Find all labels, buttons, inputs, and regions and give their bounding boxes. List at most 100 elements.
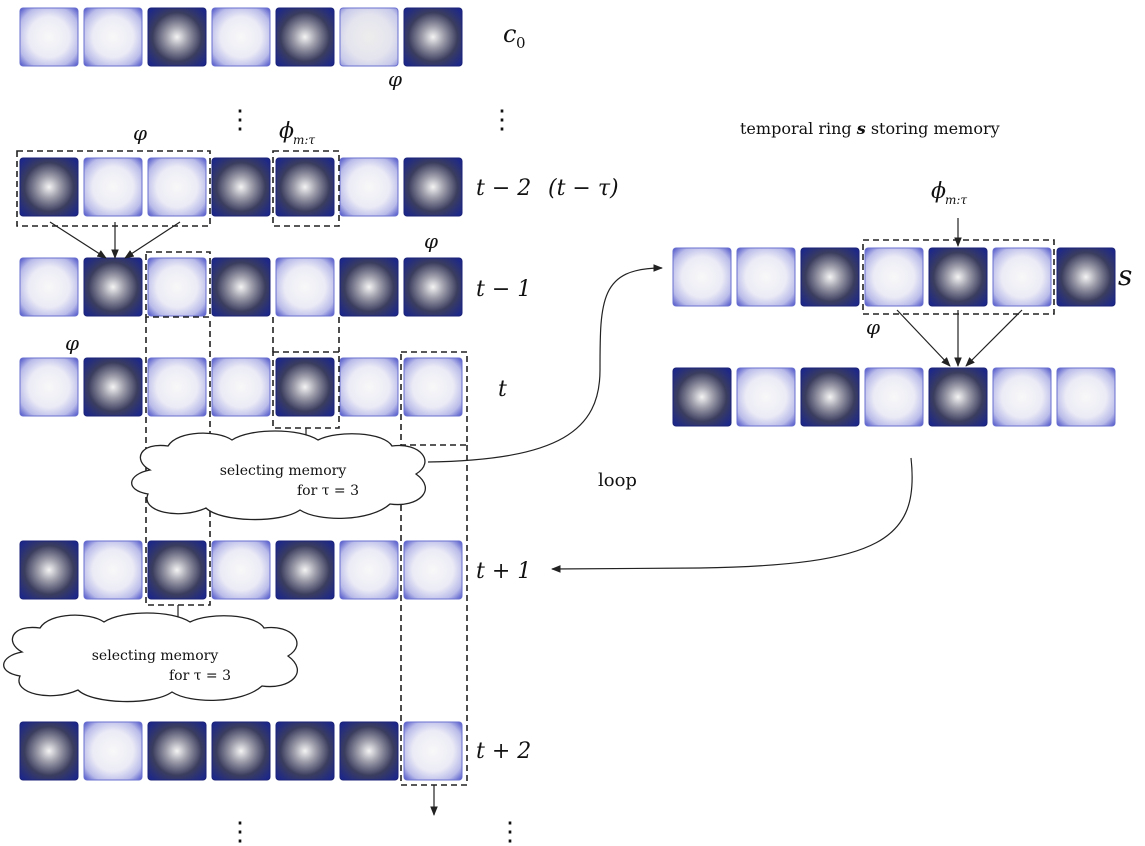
label-t-minus-tau: (t − τ) (548, 176, 619, 201)
label-t-plus-1: t + 1 (476, 559, 531, 584)
neighborhood-box-t-minus-1 (145, 251, 211, 318)
phi-memory-main-left: ϕ (279, 119, 294, 144)
cell-light (403, 357, 463, 417)
phi-label-t-minus-2: φ (133, 121, 147, 145)
label-t-plus-2: t + 2 (476, 739, 531, 764)
cell-dark (275, 7, 335, 67)
arrow-ring-right (965, 309, 1023, 367)
cell-light (736, 367, 796, 427)
phi-label-t-minus-1: φ (424, 229, 438, 253)
cell-dark (928, 247, 988, 307)
cell-dark (800, 247, 860, 307)
arrow-loop-back (551, 457, 913, 573)
cell-dark (147, 540, 207, 600)
cell-dark (339, 257, 399, 317)
ring-title-post: storing memory (866, 119, 1000, 138)
phi-label-c0: φ (388, 67, 402, 91)
cell-dark (147, 7, 207, 67)
vdots-2: ⋮ (489, 105, 515, 135)
cell-light (83, 7, 143, 67)
cell-light (83, 157, 143, 217)
cell-dark (211, 721, 271, 781)
cell-dark (211, 257, 271, 317)
selecting-memory-tau-1: for τ = 3 (297, 483, 359, 499)
cell-light (83, 721, 143, 781)
neighborhood-box-t-minus-2 (16, 150, 211, 227)
selecting-memory-label-2: selecting memory (92, 648, 219, 664)
cell-dark (83, 257, 143, 317)
cell-dark (19, 721, 79, 781)
arrow-ring-left (896, 309, 951, 367)
phi-memory-sub-left: m:τ (293, 133, 315, 147)
cell-light (672, 247, 732, 307)
ring-title-s: s (856, 119, 866, 138)
row-ring-s (672, 247, 1116, 307)
cell-light (19, 357, 79, 417)
cell-dark (19, 540, 79, 600)
row-t-minus-2 (19, 157, 463, 217)
phi-label-ring: φ (866, 315, 880, 339)
cell-dark (275, 157, 335, 217)
row-t-plus-2 (19, 721, 463, 781)
cell-light (339, 7, 399, 67)
ring-title: temporal ring s storing memory (740, 119, 1000, 138)
cell-light (147, 157, 207, 217)
cell-light (275, 257, 335, 317)
column-selection-5 (272, 317, 340, 352)
cell-light (403, 721, 463, 781)
cell-light (19, 7, 79, 67)
cell-dark (403, 257, 463, 317)
cell-dark (275, 721, 335, 781)
vdots-1: ⋮ (227, 105, 253, 135)
ring-s-label: s (1118, 259, 1132, 292)
selecting-memory-cloud-2: selecting memory for τ = 3 (3, 612, 299, 703)
row-t (19, 357, 463, 417)
cell-light (211, 357, 271, 417)
label-c: c (503, 20, 516, 48)
phi-memory-main-right: ϕ (931, 179, 946, 204)
column-box-t (400, 351, 468, 446)
phi-label-t: φ (65, 331, 79, 355)
ring-title-pre: temporal ring (740, 119, 857, 138)
cell-dark (928, 367, 988, 427)
cell-dark (275, 357, 335, 417)
cell-light (147, 357, 207, 417)
cell-light (339, 157, 399, 217)
row-c0 (19, 7, 463, 67)
cell-dark (211, 157, 271, 217)
cell-light (83, 540, 143, 600)
label-t-minus-1: t − 1 (476, 277, 531, 302)
cell-light (339, 540, 399, 600)
cell-dark (275, 540, 335, 600)
arrow-left-neighbor (49, 221, 107, 259)
row-ring-output (672, 367, 1116, 427)
selecting-memory-tau-2: for τ = 3 (169, 668, 231, 684)
cell-light (736, 247, 796, 307)
cell-light (211, 540, 271, 600)
cell-light (992, 367, 1052, 427)
cell-light (19, 257, 79, 317)
cell-light (339, 357, 399, 417)
label-c-subscript: 0 (516, 34, 526, 52)
vdots-3: ⋮ (227, 817, 253, 846)
cell-dark (672, 367, 732, 427)
cell-dark (403, 7, 463, 67)
memory-box-t-minus-2 (272, 150, 340, 227)
loop-label: loop (598, 470, 637, 491)
cell-dark (1056, 247, 1116, 307)
cell-light (211, 7, 271, 67)
cell-dark (403, 157, 463, 217)
arrow-right-neighbor (124, 221, 181, 259)
phi-memory-sub-right: m:τ (945, 193, 967, 207)
cell-light (992, 247, 1052, 307)
cell-light (403, 540, 463, 600)
row-t-minus-1 (19, 257, 463, 317)
cell-light (1056, 367, 1116, 427)
vdots-4: ⋮ (497, 817, 523, 846)
selecting-memory-cloud-1: selecting memory for τ = 3 (131, 430, 427, 521)
arrow-to-ring (427, 264, 663, 463)
cell-dark (83, 357, 143, 417)
label-t-minus-2: t − 2 (476, 176, 531, 201)
cell-dark (147, 721, 207, 781)
cell-dark (19, 157, 79, 217)
